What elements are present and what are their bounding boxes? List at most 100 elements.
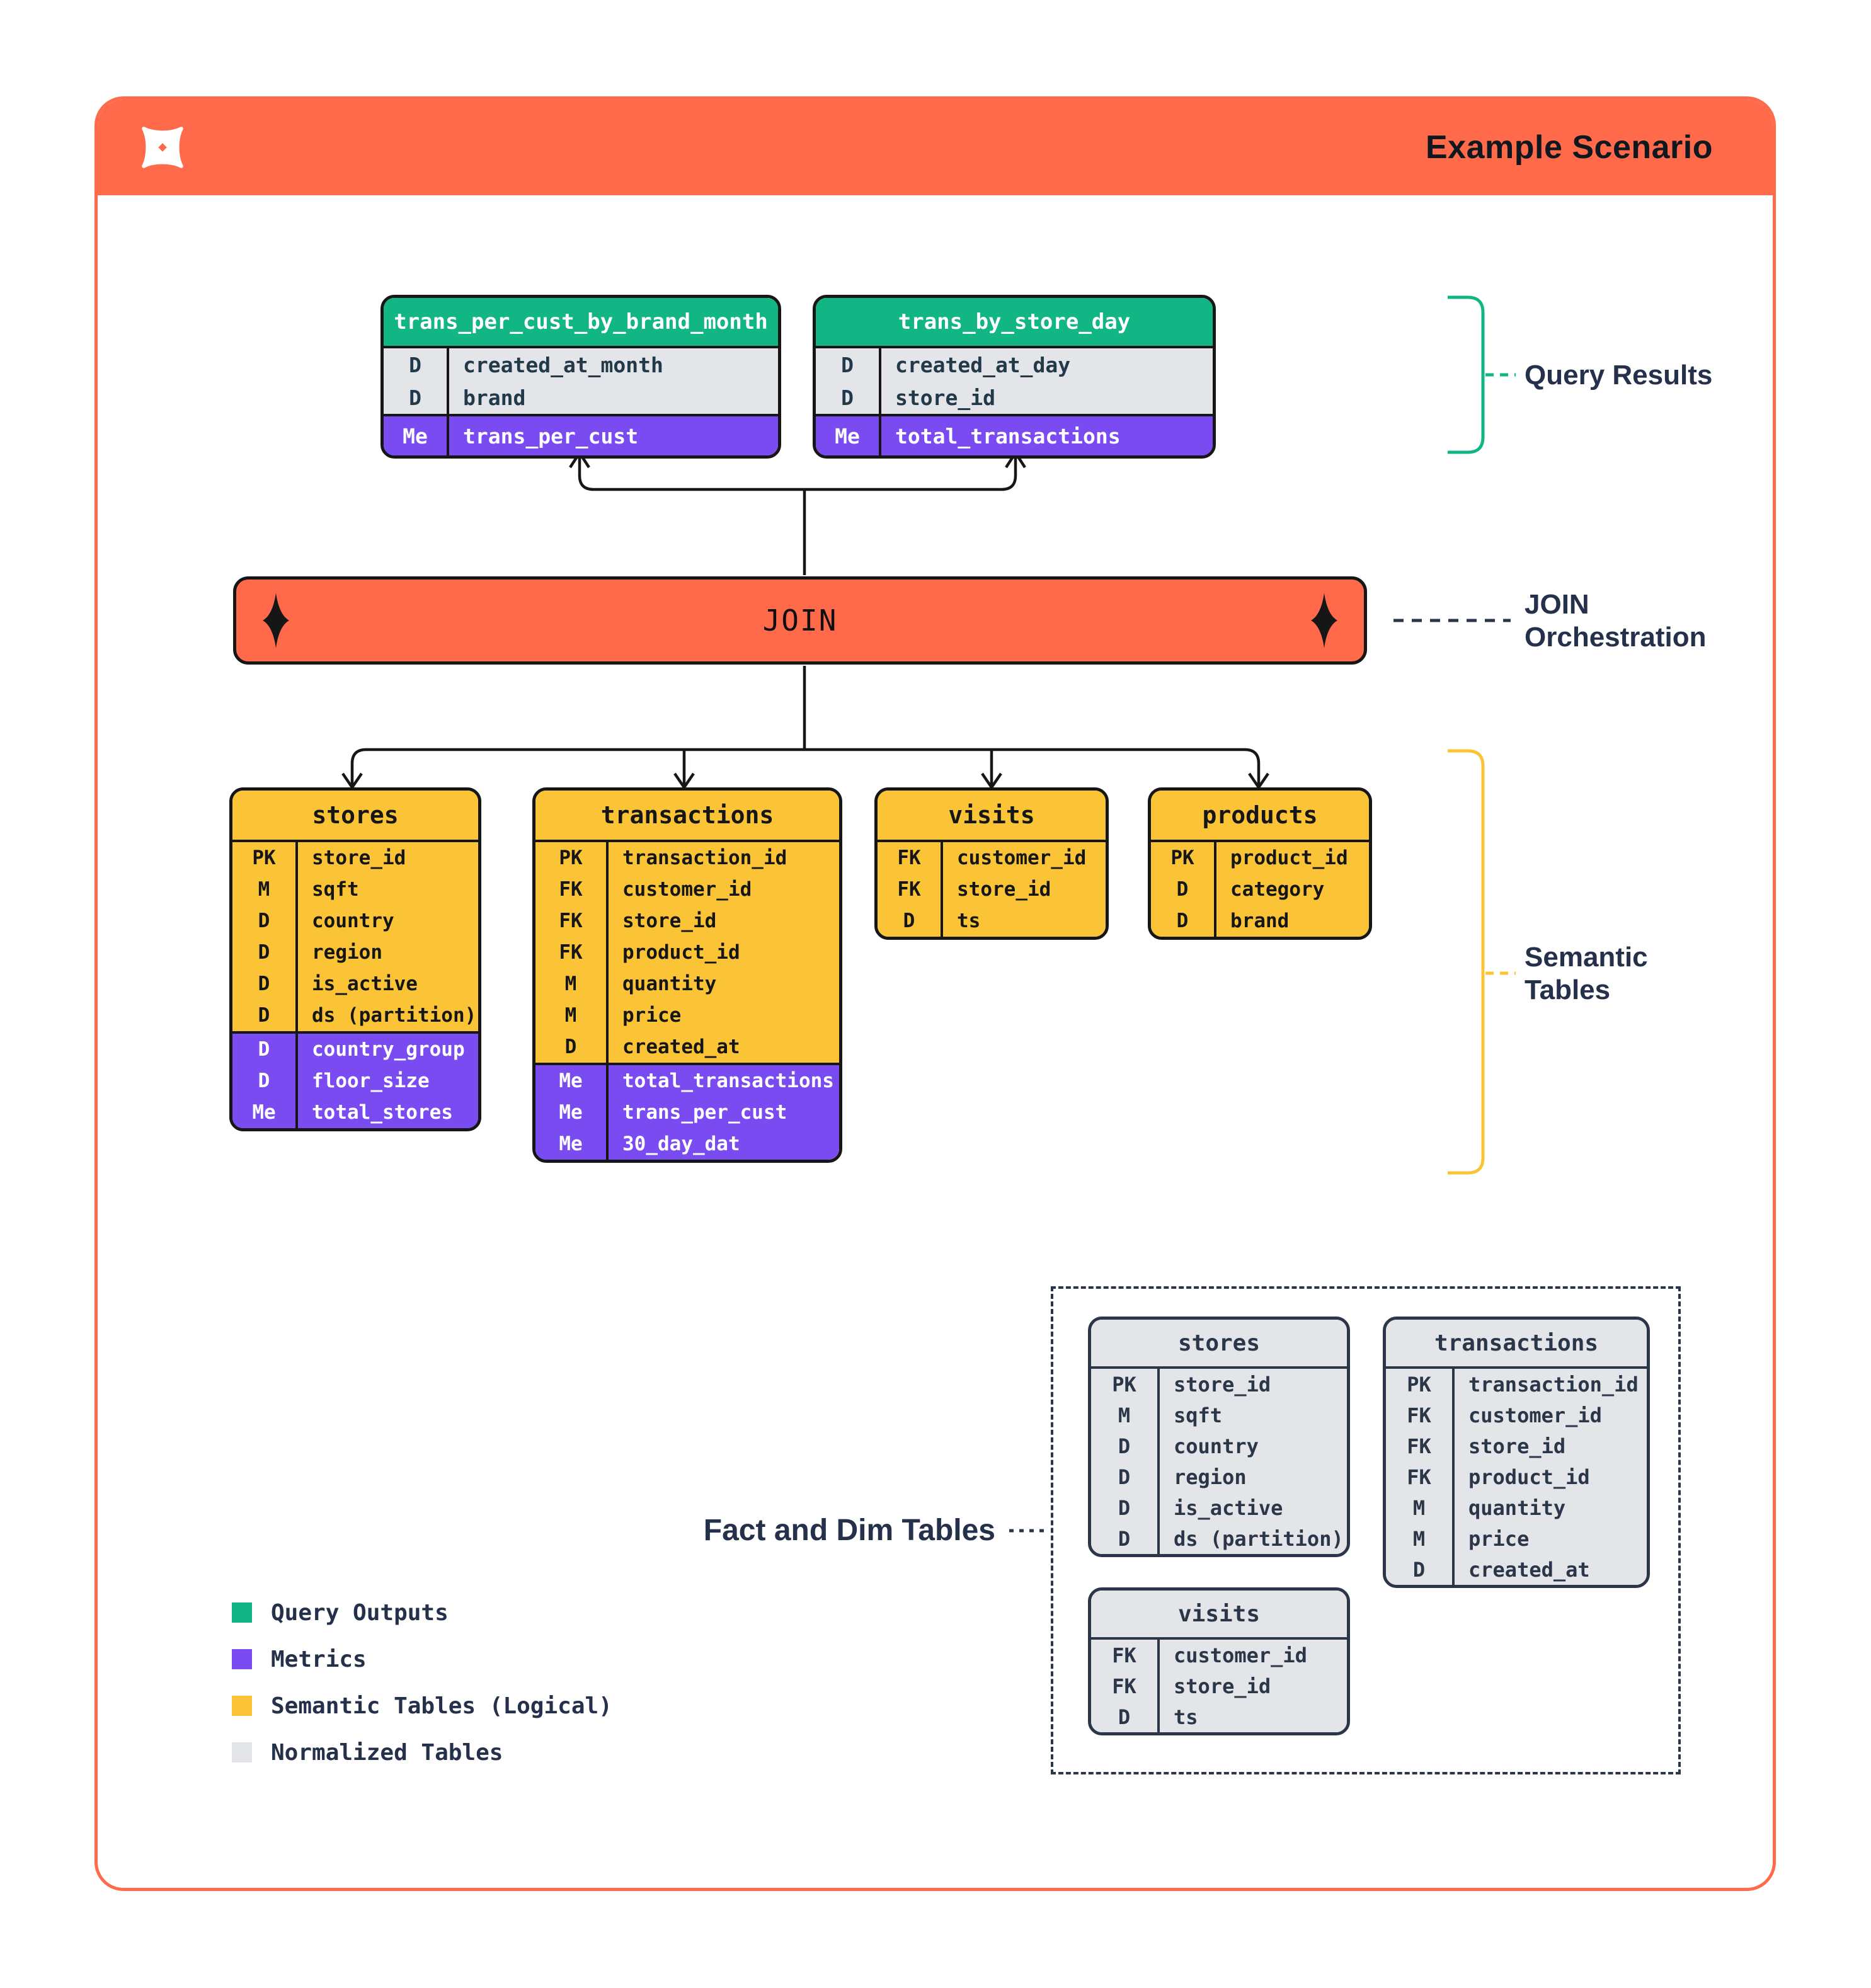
field-key: D: [841, 352, 854, 377]
table-title: visits: [878, 791, 1106, 842]
field-key: D: [409, 352, 421, 377]
field-name: country_group: [312, 1038, 465, 1061]
fact-dim-label: Fact and Dim Tables: [703, 1514, 995, 1547]
legend-swatch-gray: [232, 1742, 252, 1762]
field-key: PK: [1112, 1372, 1136, 1397]
field-name: 30_day_dat: [622, 1133, 740, 1155]
field-name: customer_id: [622, 878, 752, 901]
field-name: ts: [1174, 1705, 1198, 1729]
field-name: sqft: [1174, 1403, 1223, 1427]
field-key: FK: [1407, 1465, 1431, 1489]
table-row: FK product_id: [535, 937, 839, 968]
dbt-logo-icon: [142, 127, 183, 168]
field-name: store_id: [957, 878, 1051, 901]
field-key: M: [564, 1004, 577, 1027]
legend-swatch-yellow: [232, 1696, 252, 1716]
field-name: created_at: [622, 1036, 740, 1058]
field-key: D: [258, 910, 270, 932]
field-name: brand: [1230, 910, 1290, 932]
join-orchestration-label-line2: Orchestration: [1525, 622, 1707, 653]
field-key: D: [258, 1070, 270, 1092]
field-key: D: [903, 910, 915, 932]
field-key: FK: [1407, 1403, 1431, 1427]
field-name: product_id: [622, 941, 740, 964]
semantic-tables-label-line2: Tables: [1525, 974, 1611, 1005]
diamond-icon: [263, 593, 289, 648]
table-title: stores: [232, 791, 478, 842]
semantic-tables-label-line1: Semantic: [1525, 942, 1648, 973]
field-name: country: [1174, 1434, 1259, 1458]
column-divider: [879, 348, 881, 455]
field-name: category: [1230, 878, 1325, 901]
field-key: PK: [1407, 1372, 1431, 1397]
field-key: FK: [559, 941, 583, 964]
field-name: ts: [957, 910, 981, 932]
legend-item-metrics: Metrics: [232, 1647, 367, 1672]
field-key: M: [564, 973, 577, 995]
field-key: D: [258, 941, 270, 964]
field-key: Me: [559, 1133, 583, 1155]
field-name: product_id: [1468, 1465, 1590, 1489]
legend-label: Normalized Tables: [271, 1739, 503, 1766]
field-key: Me: [559, 1101, 583, 1124]
field-key: D: [564, 1036, 577, 1058]
field-name: customer_id: [1174, 1643, 1307, 1667]
field-name: price: [622, 1004, 682, 1027]
field-name: region: [1174, 1465, 1247, 1489]
field-key: Me: [559, 1070, 583, 1092]
table-title: products: [1151, 791, 1369, 842]
column-divider: [606, 842, 609, 1160]
card-header: Example Scenario: [98, 100, 1773, 195]
field-name: ds (partition): [1174, 1526, 1344, 1551]
field-key: FK: [559, 910, 583, 932]
table-title: transactions: [535, 791, 839, 842]
field-name: customer_id: [1468, 1403, 1602, 1427]
field-name: total_stores: [312, 1101, 453, 1124]
field-name: store_id: [895, 385, 995, 410]
column-divider: [447, 348, 449, 455]
query-results-label: Query Results: [1525, 360, 1713, 391]
field-key: FK: [1407, 1434, 1431, 1458]
field-key: Me: [835, 423, 860, 448]
field-key: M: [1118, 1403, 1131, 1427]
field-name: store_id: [1174, 1674, 1271, 1698]
field-name: ds (partition): [312, 1004, 477, 1027]
field-key: PK: [1170, 847, 1194, 869]
field-key: D: [258, 1038, 270, 1061]
table-row: FK product_id: [1386, 1461, 1647, 1492]
field-key: D: [1412, 1557, 1426, 1582]
field-key: D: [1118, 1526, 1131, 1551]
